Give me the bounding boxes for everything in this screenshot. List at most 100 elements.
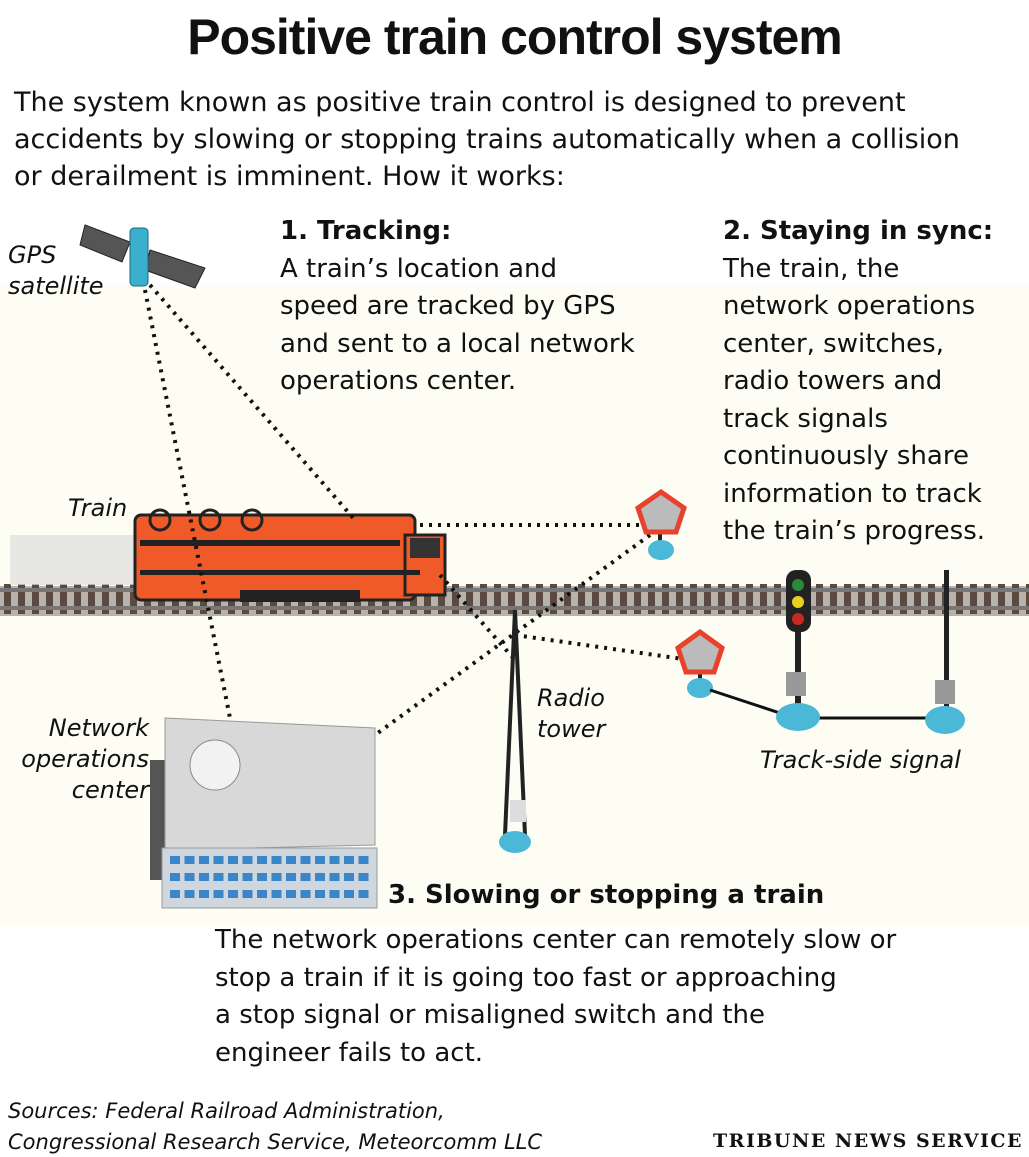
track-tie: [32, 584, 39, 614]
track-tie: [900, 584, 907, 614]
track-tie: [886, 584, 893, 614]
track-tie: [746, 584, 753, 614]
building-window: [271, 856, 282, 864]
track-tie: [970, 584, 977, 614]
track-tie: [816, 584, 823, 614]
building-window: [242, 873, 253, 881]
building-window: [271, 873, 282, 881]
step-line: continuously share: [723, 441, 969, 471]
step-slowing-stopping: The network operations center can remote…: [215, 922, 896, 1072]
building-window: [213, 856, 224, 864]
track-tie: [620, 584, 627, 614]
page-title: Positive train control system: [187, 9, 843, 65]
track-tie: [704, 584, 711, 614]
step-line: information to track: [723, 478, 982, 509]
building-window: [358, 890, 369, 898]
label-line: tower: [537, 715, 606, 743]
step-line: network operations: [723, 291, 976, 321]
credit: TRIBUNE NEWS SERVICE: [713, 1130, 1023, 1152]
track-tie: [550, 584, 557, 614]
network-operations-center-building: [150, 717, 378, 909]
building-window: [228, 856, 238, 864]
building-window: [300, 856, 311, 864]
building-window: [344, 856, 354, 864]
building-window: [242, 890, 253, 898]
track-tie: [648, 584, 655, 614]
track-tie: [46, 584, 53, 614]
stop-signal-2: [675, 628, 725, 698]
gps-satellite-icon: [79, 224, 206, 289]
track-tie: [494, 584, 501, 614]
track-tie: [872, 584, 879, 614]
intro-line: accidents by slowing or stopping trains …: [14, 124, 960, 155]
step-line: operations center.: [280, 366, 517, 396]
step-line: the train’s progress.: [723, 516, 986, 546]
track-tie: [102, 584, 109, 614]
building-window: [213, 873, 224, 881]
track-tie: [844, 584, 851, 614]
track-tie: [662, 584, 669, 614]
building-window: [286, 873, 296, 881]
label-line: center: [71, 776, 149, 804]
track-tie: [606, 584, 613, 614]
track-tie: [858, 584, 865, 614]
track-tie: [74, 584, 81, 614]
track-tie: [760, 584, 767, 614]
intro-text: The system known as positive train contr…: [14, 84, 960, 195]
track-tie: [634, 584, 641, 614]
track-tie: [508, 584, 515, 614]
step-line: and sent to a local network: [280, 328, 635, 359]
step-line: engineer fails to act.: [215, 1037, 484, 1068]
track-tie: [424, 584, 431, 614]
step-staying-in-sync: 2. Staying in sync: The train, the netwo…: [723, 213, 993, 551]
track-tie: [18, 584, 25, 614]
building-window: [184, 890, 195, 898]
step-heading: 2. Staying in sync:: [723, 216, 994, 246]
source-line: Sources: Federal Railroad Administration…: [8, 1099, 445, 1123]
step-heading: 1. Tracking:: [280, 216, 452, 246]
label-line: Radio: [537, 684, 605, 712]
train-locomotive: [10, 508, 447, 602]
building-window: [213, 890, 224, 898]
train-label: Train: [68, 494, 128, 522]
step-line: The network operations center can remote…: [215, 925, 897, 955]
track-tie: [732, 584, 739, 614]
step-line: stop a train if it is going too fast or …: [215, 962, 837, 993]
building-window: [329, 890, 340, 898]
network-operations-center-label: Network operations center: [21, 713, 149, 806]
track-tie: [928, 584, 935, 614]
building-window: [300, 873, 311, 881]
track-tie: [564, 584, 571, 614]
building-window: [228, 873, 238, 881]
sources: Sources: Federal Railroad Administration…: [8, 1096, 542, 1157]
building-window: [184, 873, 195, 881]
track-tie: [1012, 584, 1019, 614]
label-line: operations: [21, 745, 149, 773]
building-window: [170, 856, 180, 864]
label-line: satellite: [8, 272, 104, 300]
building-window: [344, 890, 354, 898]
step-heading: 3. Slowing or stopping a train: [388, 880, 825, 910]
track-tie: [522, 584, 529, 614]
building-window: [184, 856, 195, 864]
building-window: [300, 890, 311, 898]
building-window: [170, 890, 180, 898]
step-tracking: 1. Tracking: A train’s location and spee…: [280, 213, 635, 401]
step-line: speed are tracked by GPS: [280, 291, 616, 321]
track-tie: [578, 584, 585, 614]
track-tie: [60, 584, 67, 614]
building-window: [344, 873, 354, 881]
building-window: [315, 856, 325, 864]
stop-signal-1: [635, 488, 687, 560]
track-tie: [998, 584, 1005, 614]
track-tie: [956, 584, 963, 614]
track-tie: [676, 584, 683, 614]
track-tie: [536, 584, 543, 614]
building-window: [170, 873, 180, 881]
label-line: Network: [48, 714, 149, 742]
building-window: [199, 890, 209, 898]
track-tie: [1026, 584, 1029, 614]
track-tie: [4, 584, 11, 614]
track-tie: [452, 584, 459, 614]
